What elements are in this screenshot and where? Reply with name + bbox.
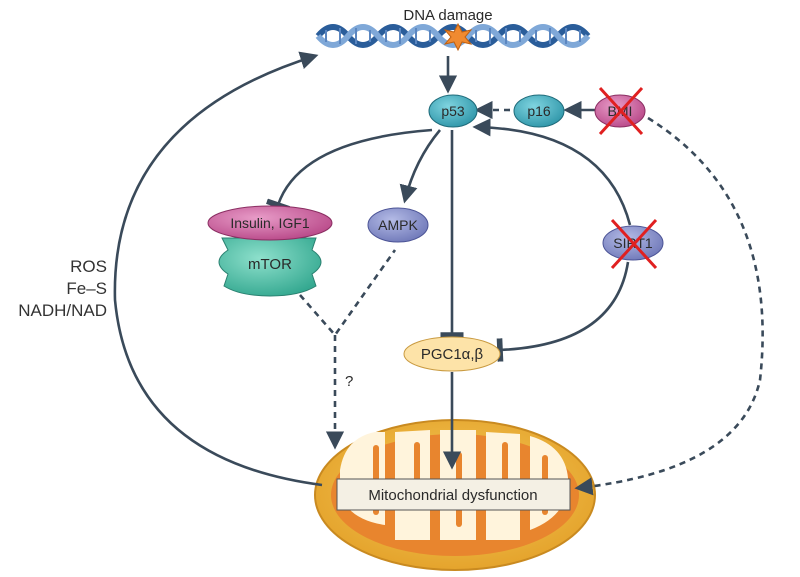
edge-p53-to-ampk (399, 129, 441, 204)
side-label-ros: ROS (70, 257, 107, 276)
edge-sirt1-to-p53 (472, 118, 632, 226)
p53-node (428, 94, 478, 128)
pgc1-node (403, 336, 501, 372)
edge-mtor-ampk-converge (299, 249, 397, 338)
edge-bmi-to-mito (574, 116, 764, 496)
edge-p53-inhibits-insulin (266, 128, 433, 212)
dna-helix (315, 22, 591, 52)
p16-label: p16 (527, 103, 551, 119)
damage-star-icon (443, 22, 473, 52)
mito-dysfunction-box (336, 478, 571, 511)
question-mark: ? (345, 373, 353, 390)
p16-node (513, 94, 565, 128)
edges (113, 51, 764, 496)
side-label-fes: Fe–S (66, 279, 107, 298)
p53-label: p53 (441, 103, 465, 119)
mito-dysfunction-label: Mitochondrial dysfunction (368, 487, 537, 504)
pgc1-label: PGC1α,β (421, 346, 484, 363)
dna-damage-label: DNA damage (403, 7, 492, 24)
edge-mito-to-dna (113, 51, 323, 487)
sirt1-cross-out-icon (610, 218, 658, 270)
ampk-node (367, 207, 429, 243)
bmi-cross-out-icon (598, 86, 644, 136)
mtor-label: mTOR (248, 256, 292, 273)
insulin-igf1-node (207, 205, 333, 241)
ampk-label: AMPK (378, 217, 418, 233)
edge-sirt1-inhibits-pgc1 (496, 261, 630, 362)
mtor-node (218, 237, 322, 297)
side-label-nadh: NADH/NAD (18, 301, 107, 320)
insulin-igf1-label: Insulin, IGF1 (230, 215, 310, 231)
